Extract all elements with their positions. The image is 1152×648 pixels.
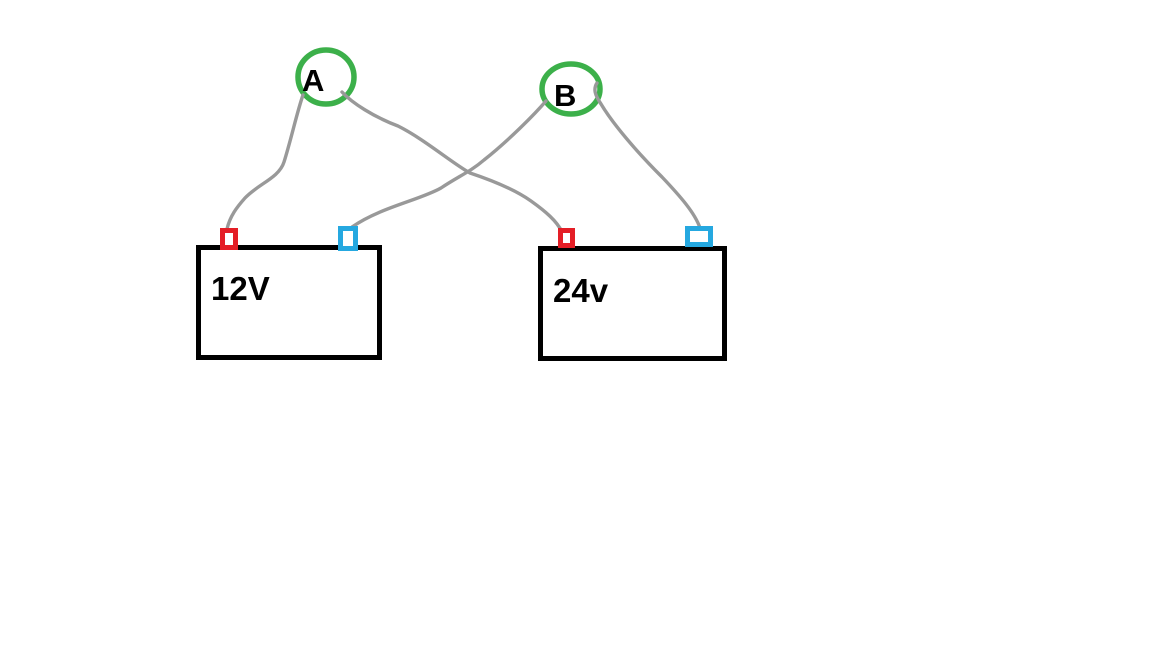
wire-b-to-12v-blue <box>350 99 548 229</box>
battery-24v-blue-terminal <box>685 226 713 247</box>
node-a-label: A <box>302 63 324 98</box>
node-a-circle <box>295 47 357 107</box>
battery-12v-label: 12V <box>211 270 270 307</box>
battery-24v-red-terminal <box>558 228 575 248</box>
battery-12v-red-terminal <box>220 228 238 250</box>
battery-12v-blue-terminal <box>338 226 358 251</box>
wire-b-to-24v-blue <box>593 81 702 230</box>
battery-12v-outline <box>196 245 382 360</box>
wire-a-to-12v-red <box>225 93 305 231</box>
node-b-circle <box>539 61 603 117</box>
battery-24v-label: 24v <box>553 272 609 309</box>
wire-a-to-24v-red <box>340 90 564 234</box>
node-b-label: B <box>554 78 576 113</box>
battery-24v-outline <box>538 246 727 361</box>
